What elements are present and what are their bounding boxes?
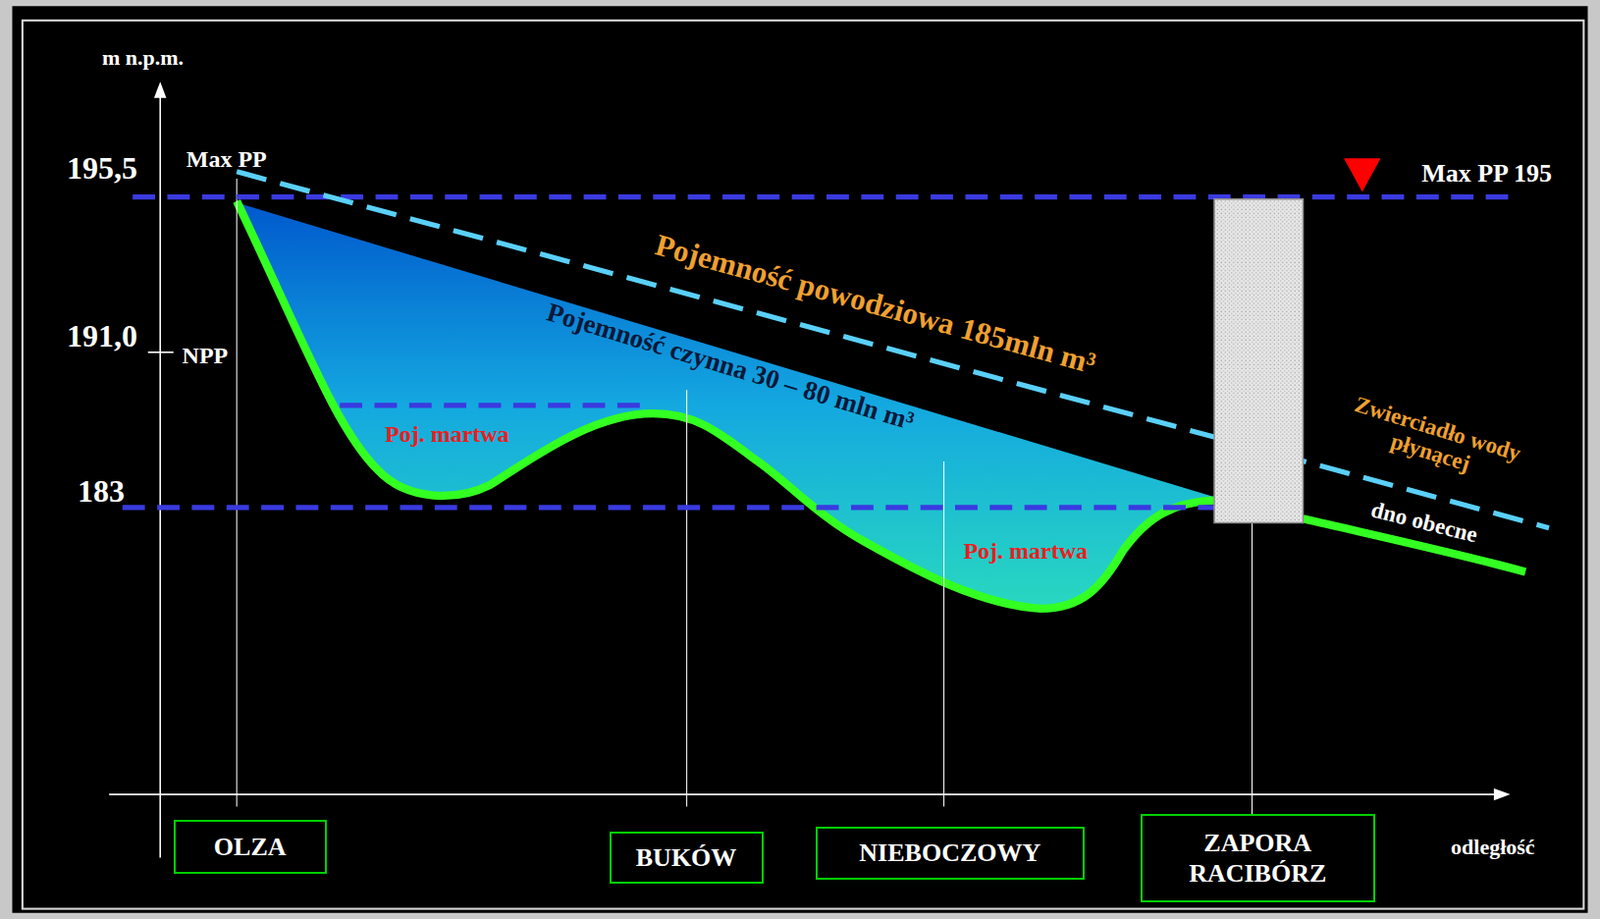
location-box: BUKÓW bbox=[609, 831, 764, 884]
diagram-label: 191,0 bbox=[66, 319, 138, 354]
diagram-label: Max PP 195 bbox=[1421, 159, 1552, 188]
flood-water-surface bbox=[236, 171, 1549, 529]
box-text: NIEBOCZOWY bbox=[858, 837, 1041, 868]
location-box: NIEBOCZOWY bbox=[815, 826, 1085, 880]
location-name: ZAPORA RACIBÓRZ bbox=[1142, 827, 1374, 889]
box-text: ZAPORA RACIBÓRZ bbox=[1142, 827, 1374, 889]
dam bbox=[1214, 199, 1303, 524]
location-box: ZAPORA RACIBÓRZ bbox=[1140, 813, 1376, 903]
location-name: OLZA bbox=[213, 831, 287, 862]
diagram-label: 183 bbox=[77, 474, 125, 509]
box-text: OLZA bbox=[213, 831, 287, 862]
level-line bbox=[339, 402, 643, 408]
diagram-label: Poj. martwa bbox=[384, 421, 510, 447]
station-line bbox=[1251, 522, 1253, 813]
level-line bbox=[122, 504, 1215, 510]
diagram-label: Poj. martwa bbox=[962, 537, 1088, 564]
active-storage bbox=[236, 201, 1215, 609]
water-level-marker bbox=[1343, 158, 1381, 192]
arrowhead bbox=[154, 81, 166, 99]
location-name: NIEBOCZOWY bbox=[858, 837, 1041, 868]
y-axis bbox=[159, 94, 161, 858]
water-surface bbox=[236, 201, 1215, 496]
x-axis bbox=[108, 793, 1496, 796]
river-bed bbox=[236, 201, 1215, 609]
tick bbox=[148, 351, 174, 354]
background bbox=[11, 5, 1588, 913]
arrowhead bbox=[1493, 788, 1511, 800]
frame bbox=[22, 20, 1584, 909]
station-line bbox=[943, 461, 945, 807]
diagram-label: odległość bbox=[1450, 835, 1536, 859]
location-name: BUKÓW bbox=[636, 842, 738, 873]
location-box: OLZA bbox=[173, 819, 327, 874]
diagram-label: NPP bbox=[182, 342, 229, 369]
diagram-label: m n.p.m. bbox=[102, 46, 184, 70]
box-text: BUKÓW bbox=[636, 842, 738, 873]
station-line bbox=[686, 389, 688, 806]
diagram-label: Max PP bbox=[186, 146, 267, 172]
station-line bbox=[236, 178, 238, 807]
diagram-label: 195,5 bbox=[66, 151, 138, 186]
